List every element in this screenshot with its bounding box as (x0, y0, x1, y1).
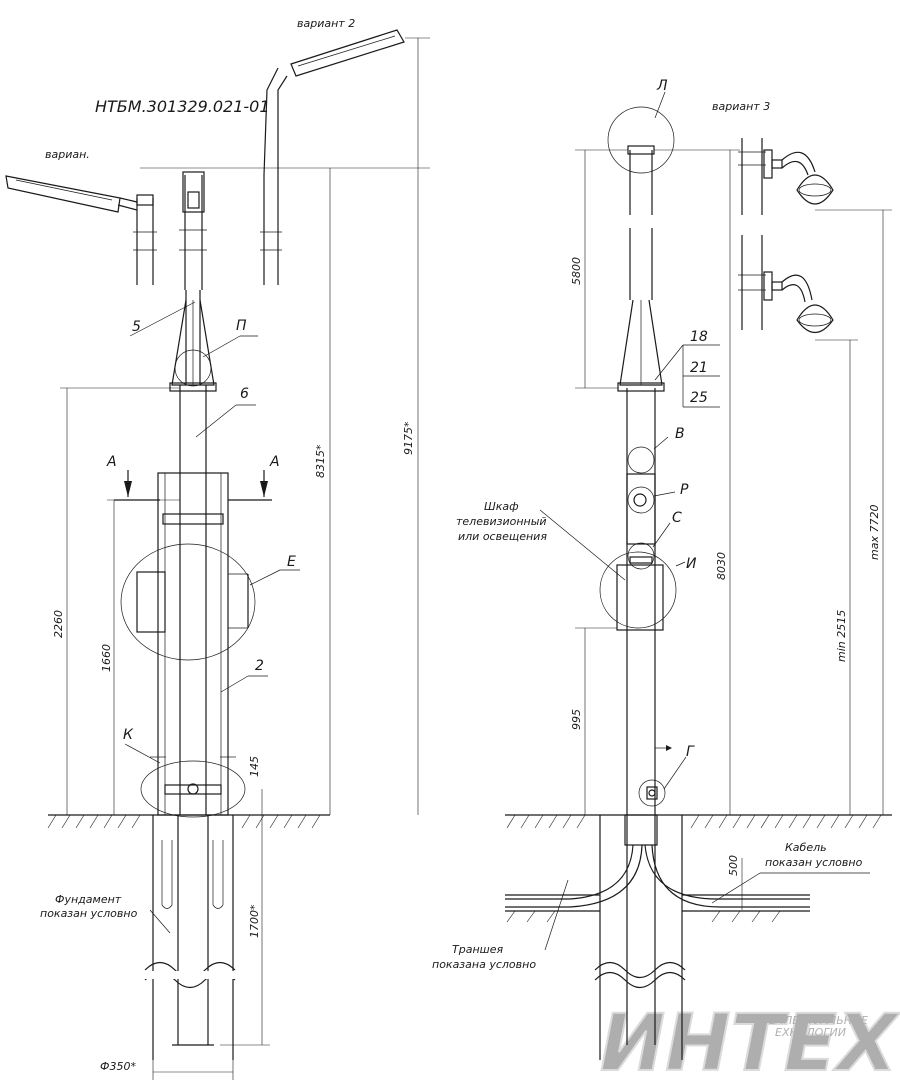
foundation-left (144, 815, 236, 1060)
camera-variant-3 (738, 138, 834, 334)
luminaire-variant-1 (5, 175, 157, 285)
watermark-main: ИНТЕХ (600, 999, 900, 1086)
cable-label-1: Кабель (785, 841, 827, 854)
callout-5: 5 (132, 319, 141, 335)
detail-circle-I (599, 551, 677, 629)
dim-1660: 1660 (100, 644, 113, 672)
callout-2: 2 (255, 658, 264, 674)
variant-3-label: вариант 3 (712, 100, 770, 113)
detail-circle-G (638, 779, 666, 807)
dim-7720: max 7720 (868, 505, 881, 560)
callout-S: С (672, 510, 682, 526)
watermark: ИНТЕХ ТЕЛЛЕКТУАЛЬНЫЕ ЕХНОЛОГИИ (599, 998, 900, 1086)
leaders-right (539, 91, 870, 951)
detail-circle-V (627, 446, 655, 474)
dim-diameter: Ф350* (100, 1060, 136, 1073)
ground-hatch-right (506, 814, 882, 829)
callout-A-right: А (269, 454, 280, 470)
watermark-line2: ЕХНОЛОГИИ (775, 1026, 846, 1039)
dim-8030: 8030 (715, 552, 728, 580)
right-view: вариант 3 Л 18 21 25 В Р С И Г Шкаф теле… (432, 78, 892, 1060)
foundation-right (594, 814, 686, 1060)
cable (505, 844, 810, 908)
section-markers (114, 470, 272, 501)
dim-5800: 5800 (570, 257, 583, 285)
pole-left (169, 171, 217, 815)
detail-circle-P (174, 349, 212, 387)
dim-9175: 9175* (402, 421, 415, 455)
cable-label-2: показан условно (765, 856, 863, 869)
base-frame-left (136, 472, 249, 816)
cabinet-label-1: Шкаф (484, 500, 519, 513)
trench-label-2: показана условно (432, 958, 536, 971)
detail-circle-S (627, 542, 655, 570)
callout-18: 18 (690, 329, 708, 345)
leaders-left (124, 301, 300, 934)
variant-1-label: вариан. (45, 148, 90, 161)
callout-K: К (123, 727, 134, 743)
callout-R: Р (680, 482, 689, 498)
callout-L: Л (656, 78, 668, 94)
trench-label-1: Траншея (452, 943, 503, 956)
trench (505, 894, 810, 923)
pole-right (616, 145, 672, 815)
luminaire-variant-2 (260, 29, 405, 285)
drawing-code: НТБМ.301329.021-01 (95, 97, 270, 116)
dim-145: 145 (248, 756, 261, 777)
dim-2515: min 2515 (835, 610, 848, 662)
cabinet-label-2: телевизионный (456, 515, 547, 528)
ground-hatch-left (47, 814, 321, 829)
dim-2260: 2260 (52, 610, 65, 638)
foundation-label-2: показан условно (40, 907, 138, 920)
watermark-line1: ТЕЛЛЕКТУАЛЬНЫЕ (762, 1014, 868, 1027)
dim-995: 995 (570, 709, 583, 730)
foundation-label-1: Фундамент (55, 893, 122, 906)
detail-circle-L (607, 106, 675, 174)
left-view: НТБМ.301329.021-01 вариан. вариант 2 5 П… (5, 17, 430, 1080)
dim-1700: 1700* (248, 904, 261, 938)
callout-E: Е (287, 554, 296, 570)
callout-boxes (654, 344, 720, 408)
callout-6: 6 (240, 386, 249, 402)
callout-I: И (686, 556, 697, 572)
dim-8315: 8315* (314, 444, 327, 478)
variant-2-label: вариант 2 (297, 17, 355, 30)
detail-circle-R (627, 486, 655, 514)
callout-25: 25 (690, 390, 708, 406)
detail-circle-K (140, 760, 246, 818)
callout-V: В (675, 426, 685, 442)
callout-P: П (236, 318, 247, 334)
callout-G: Г (686, 744, 695, 760)
dims-left (60, 37, 430, 1080)
callout-21: 21 (690, 360, 708, 376)
dim-500: 500 (727, 855, 740, 876)
cabinet-label-3: или освещения (458, 530, 547, 543)
detail-circle-E (120, 543, 256, 661)
dims-right (575, 149, 892, 910)
callout-A-left: А (106, 454, 117, 470)
